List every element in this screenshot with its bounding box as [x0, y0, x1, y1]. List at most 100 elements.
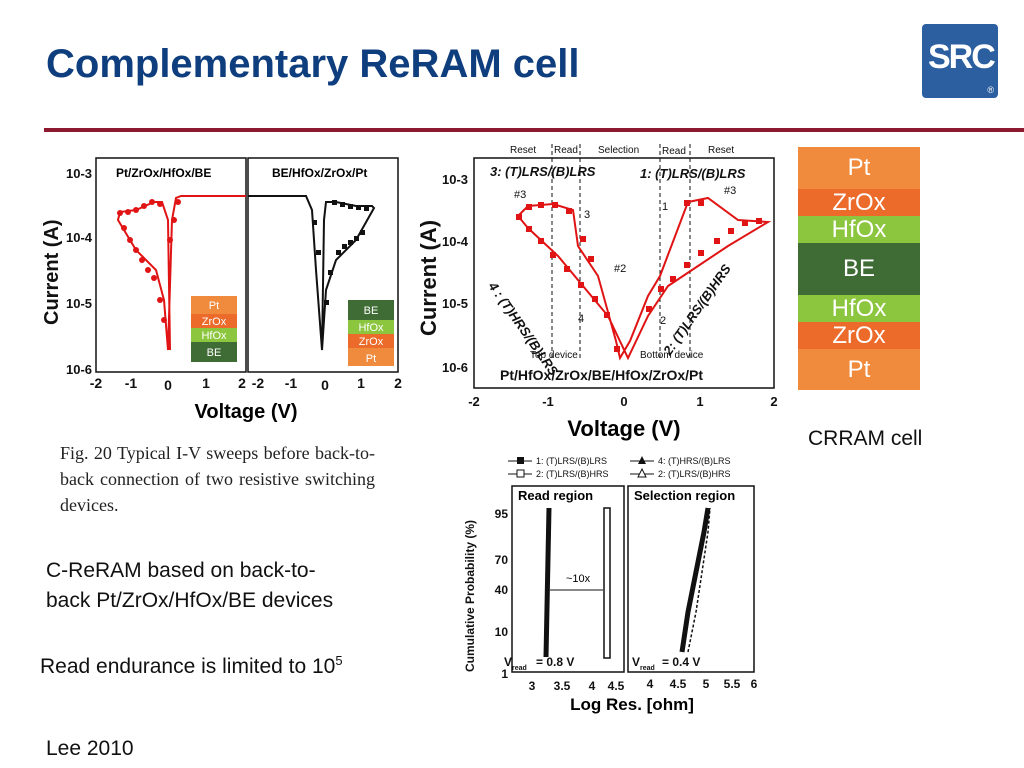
mid-label-3: 3: (T)LRS/(B)LRS: [490, 164, 596, 179]
title-divider: [44, 128, 1024, 132]
prob-xtick-b2: 4.5: [670, 677, 687, 691]
left-xtick-b1: -2: [252, 375, 265, 391]
prob-read-data: ~10x: [543, 507, 611, 659]
left-xtick-a2: -1: [125, 375, 138, 391]
prob-xlabel: Log Res. [ohm]: [570, 695, 694, 714]
left-ylabel: Current (A): [41, 219, 63, 325]
panel-a-layer-1: Pt: [209, 300, 219, 312]
mid-mark-3b: #3: [724, 185, 736, 197]
src-logo: SRC ®: [922, 24, 998, 98]
page-title: Complementary ReRAM cell: [46, 42, 580, 86]
vread-b-value: = 0.4 V: [662, 655, 700, 669]
prob-ytick-2: 70: [495, 553, 509, 567]
left-xlabel: Voltage (V): [195, 401, 298, 423]
mid-region-read-left: Read: [554, 145, 578, 156]
description-line-1: C-ReRAM based on back-to-: [46, 559, 316, 582]
mid-mark-2: #2: [614, 263, 626, 275]
description-line-2: back Pt/ZrOx/HfOx/BE devices: [46, 589, 334, 612]
mid-xtick-4: 1: [696, 394, 703, 409]
mid-mark-3a: #3: [514, 189, 526, 201]
mid-ytick-1: 10-3: [442, 172, 468, 187]
mid-label-1: 1: (T)LRS/(B)LRS: [640, 166, 746, 181]
mid-xtick-3: 0: [620, 394, 627, 409]
mid-num-3: 3: [584, 209, 590, 221]
citation: Lee 2010: [46, 737, 134, 760]
left-xtick-b3: 0: [321, 377, 329, 393]
mid-xtick-5: 2: [770, 394, 777, 409]
endurance-exponent: 5: [335, 653, 343, 668]
mid-ytick-3: 10-5: [442, 296, 468, 311]
mid-ytick-2: 10-4: [442, 234, 469, 249]
mid-label-2: 2: (T)LRS/(B)HRS: [660, 261, 734, 358]
prob-xtick-a3: 4: [589, 679, 596, 693]
mid-ytick-4: 10-6: [442, 360, 468, 375]
resistance-distribution-figure: 1: (T)LRS/(B)LRS 2: (T)LRS/(B)HRS 4: (T)…: [463, 456, 758, 714]
crram-layer-zrox-top: ZrOx: [798, 189, 920, 216]
mid-num-2: 2: [660, 315, 666, 327]
panel-a-layer-2: ZrOx: [202, 316, 227, 328]
vread-a-sub: read: [512, 665, 527, 672]
panel-a-title: Pt/ZrOx/HfOx/BE: [116, 166, 211, 180]
crram-layer-zrox-bottom: ZrOx: [798, 322, 920, 349]
prob-ylabel: Cumulative Probability (%): [463, 520, 477, 672]
prob-ytick-5: 1: [501, 667, 508, 681]
crram-layer-pt-bottom: Pt: [798, 349, 920, 390]
prob-ratio: ~10x: [566, 573, 591, 585]
left-ytick-1: 10-3: [66, 166, 92, 181]
mid-num-4: 4: [578, 313, 584, 325]
left-xtick-b5: 2: [394, 375, 402, 391]
crram-layer-hfox-bottom: HfOx: [798, 295, 920, 322]
iv-sweep-figure: Current (A) 10-3 10-4 10-5 10-6 Pt/ZrOx/…: [41, 157, 402, 423]
prob-xtick-a1: 3: [529, 679, 536, 693]
prob-panel-b-title: Selection region: [634, 488, 735, 503]
endurance-text: Read endurance is limited to 10: [40, 655, 336, 678]
left-ytick-3: 10-5: [66, 296, 92, 311]
panel-b-layer-4: Pt: [366, 353, 376, 365]
logo-text: SRC: [928, 38, 996, 76]
prob-xtick-a2: 3.5: [554, 679, 571, 693]
crram-layer-hfox-top: HfOx: [798, 216, 920, 243]
prob-xtick-a4: 4.5: [608, 679, 625, 693]
vread-b-symbol: V: [632, 655, 640, 669]
prob-panel-b-frame: [627, 485, 755, 673]
logo-registered-mark: ®: [987, 85, 994, 95]
vread-b-sub: read: [640, 665, 655, 672]
panel-a-layer-3: HfOx: [201, 330, 227, 342]
mid-bottom-device: Bottom device: [640, 350, 704, 361]
description: C-ReRAM based on back-to- back Pt/ZrOx/H…: [46, 556, 333, 616]
mid-xtick-2: -1: [542, 394, 554, 409]
crram-cell-label: CRRAM cell: [808, 427, 923, 450]
prob-ytick-1: 95: [495, 507, 509, 521]
panel-a-curve: [116, 195, 246, 351]
panel-b-layer-2: HfOx: [358, 322, 384, 334]
mid-xtick-1: -2: [468, 394, 480, 409]
mid-label-4: 4 : (T)HRS/(B)LRS: [485, 278, 561, 378]
left-xtick-b2: -1: [285, 375, 298, 391]
mid-num-1: 1: [662, 201, 668, 213]
left-xtick-b4: 1: [357, 375, 365, 391]
mid-region-selection: Selection: [598, 145, 639, 156]
prob-panel-a-title: Read region: [518, 488, 593, 503]
mid-ylabel: Current (A): [416, 220, 441, 336]
panel-b-title: BE/HfOx/ZrOx/Pt: [272, 166, 367, 180]
mid-xlabel: Voltage (V): [567, 416, 680, 441]
mid-stack-label: Pt/HfOx/ZrOx/BE/HfOx/ZrOx/Pt: [500, 367, 703, 383]
crram-layer-pt-top: Pt: [798, 147, 920, 189]
vread-a-value: = 0.8 V: [536, 655, 574, 669]
mid-frame: [473, 157, 775, 389]
mid-iv-curve: [516, 196, 772, 361]
crram-layer-be: BE: [798, 243, 920, 295]
legend-2: 2: (T)LRS/(B)HRS: [536, 469, 609, 479]
crram-layer-stack: Pt ZrOx HfOx BE HfOx ZrOx Pt: [798, 147, 920, 390]
panel-a-frame: [95, 157, 247, 373]
mid-region-reset-right: Reset: [708, 145, 734, 156]
legend-4: 2: (T)LRS/(B)HRS: [658, 469, 731, 479]
panel-a-layer-4: BE: [207, 347, 222, 359]
panel-a-stack: Pt ZrOx HfOx BE: [191, 296, 237, 362]
prob-xtick-b3: 5: [703, 677, 710, 691]
panel-b-layer-1: BE: [364, 305, 379, 317]
left-xtick-a5: 2: [238, 375, 246, 391]
crram-iv-figure: Current (A) Reset Read Selection Read Re…: [416, 144, 778, 441]
legend-1: 1: (T)LRS/(B)LRS: [536, 456, 607, 466]
left-ytick-2: 10-4: [66, 230, 93, 245]
